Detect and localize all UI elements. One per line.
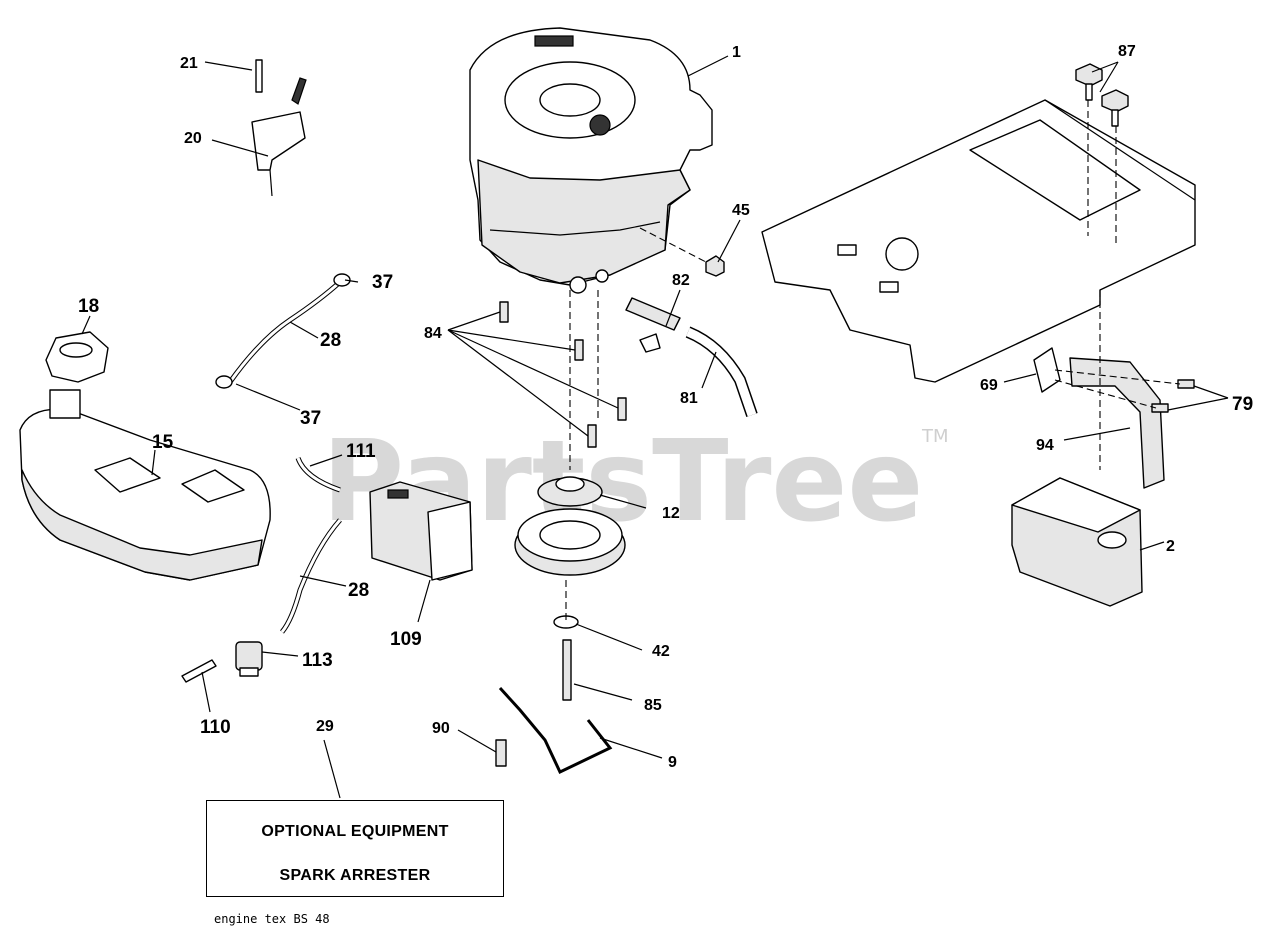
engine-bolt-3[interactable] [617,397,627,421]
callout-45: 45 [732,202,750,219]
callout-113: 113 [302,650,333,671]
engine-bolt-2[interactable] [574,339,584,361]
callout-42: 42 [652,643,670,660]
engine-part[interactable] [469,27,713,294]
callout-1: 1 [732,44,741,61]
engine-pulley-part[interactable] [514,476,626,576]
bracket-part[interactable] [498,686,613,775]
oil-drain-fitting-part[interactable] [625,297,681,353]
callout-79: 79 [1232,394,1253,415]
exhaust-bolt-2[interactable] [1151,403,1169,413]
pulley-bolt-part[interactable] [562,639,572,701]
callout-37-lower: 37 [300,408,321,429]
bracket-bolt-part[interactable] [495,739,507,767]
frame-bolt-1[interactable] [1075,63,1103,101]
callout-28-upper: 28 [320,330,341,351]
callout-18: 18 [78,296,99,317]
callout-28-lower: 28 [348,580,369,601]
nut-part[interactable] [705,255,725,277]
callout-9: 9 [668,754,677,771]
callout-81: 81 [680,390,698,407]
callout-87: 87 [1118,43,1136,60]
shutoff-valve-part[interactable] [235,641,263,677]
optional-equipment-box: OPTIONAL EQUIPMENT SPARK ARRESTER [206,800,504,897]
exhaust-gasket-part[interactable] [1033,347,1061,393]
fuel-connector-part[interactable] [181,659,217,683]
callout-82: 82 [672,272,690,289]
callout-15: 15 [152,432,174,453]
callout-111: 111 [346,441,376,462]
muffler-part[interactable] [1011,477,1143,607]
exhaust-bolt-1[interactable] [1177,379,1195,389]
spark-arrester-label: SPARK ARRESTER [279,867,431,884]
fuel-tank-part[interactable] [19,389,271,581]
callout-110: 110 [200,717,231,738]
callout-21: 21 [180,55,198,72]
callout-2: 2 [1166,538,1175,555]
callout-12: 12 [662,505,680,522]
fuel-cap-part[interactable] [45,331,109,383]
callout-94: 94 [1036,437,1054,454]
callout-85: 85 [644,697,662,714]
hose-clamp-lower[interactable] [215,375,233,389]
engine-bolt-1[interactable] [499,301,509,323]
hose-clamp-upper[interactable] [333,273,351,287]
diagram-code: engine tex BS 48 [214,912,330,926]
callout-69: 69 [980,377,998,394]
callout-29: 29 [316,718,334,735]
throttle-control-part[interactable] [251,59,307,197]
watermark-tm: TM [921,426,949,447]
callout-84: 84 [424,325,442,342]
callout-20: 20 [184,130,202,147]
frame-bolt-2[interactable] [1101,89,1129,127]
optional-equipment-label: OPTIONAL EQUIPMENT [261,823,449,840]
fuel-filter-part[interactable] [369,481,473,581]
exhaust-pipe-part[interactable] [1069,357,1165,489]
callout-109: 109 [390,629,422,650]
chassis-frame [761,99,1196,383]
callout-90: 90 [432,720,450,737]
callout-37-upper: 37 [372,272,393,293]
engine-bolt-4[interactable] [587,424,597,448]
